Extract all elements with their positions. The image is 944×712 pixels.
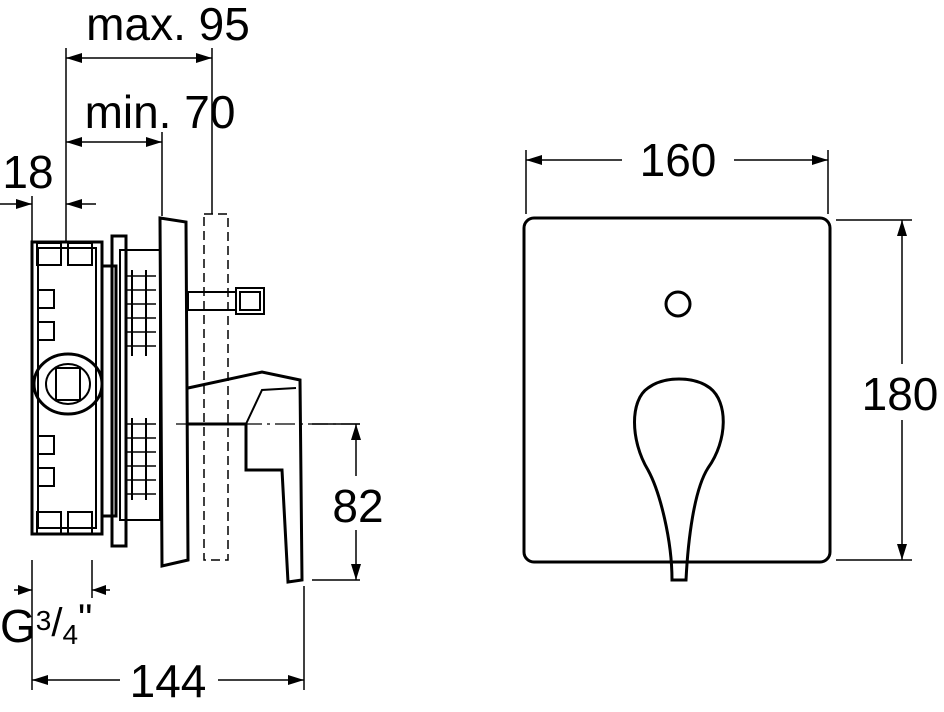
dim-wall-offset: 18: [0, 146, 96, 209]
min-depth-label: min. 70: [85, 86, 236, 138]
dim-plate-height: 180: [862, 220, 939, 560]
wall-offset-label: 18: [2, 146, 53, 198]
svg-text:G3/4": G3/4": [0, 597, 92, 652]
connection-prefix: G: [0, 600, 36, 652]
connection-num: 3: [36, 605, 52, 636]
diverter-spindle: [187, 287, 265, 315]
connection-den: 4: [62, 619, 78, 650]
mounting-frame: [100, 234, 161, 548]
lever-height-label: 82: [332, 480, 383, 532]
lever-handle-front: [633, 377, 725, 582]
dim-min-depth: min. 70: [66, 86, 235, 147]
cover-plate-side: [158, 216, 190, 568]
cover-plate-front: [522, 216, 832, 564]
lever-side: [187, 370, 304, 584]
front-view: 160 180: [522, 134, 939, 582]
plate-height-label: 180: [862, 368, 939, 420]
max-depth-label: max. 95: [86, 0, 250, 50]
dim-plate-width: 160: [526, 134, 828, 186]
connection-suffix: ": [78, 597, 92, 641]
diverter-knob: [664, 290, 692, 318]
side-view: max. 95 min. 70 18 G3/4": [0, 0, 384, 707]
plate-width-label: 160: [640, 134, 717, 186]
rough-in-body: [30, 240, 104, 536]
dim-max-depth: max. 95: [66, 0, 250, 63]
dim-connection: G3/4": [0, 585, 110, 652]
max-position-outline: [203, 213, 229, 561]
connection-sep: /: [51, 601, 63, 645]
dim-total-depth: 144: [32, 655, 304, 707]
dim-lever-height: 82: [332, 424, 384, 580]
total-depth-label: 144: [130, 655, 207, 707]
